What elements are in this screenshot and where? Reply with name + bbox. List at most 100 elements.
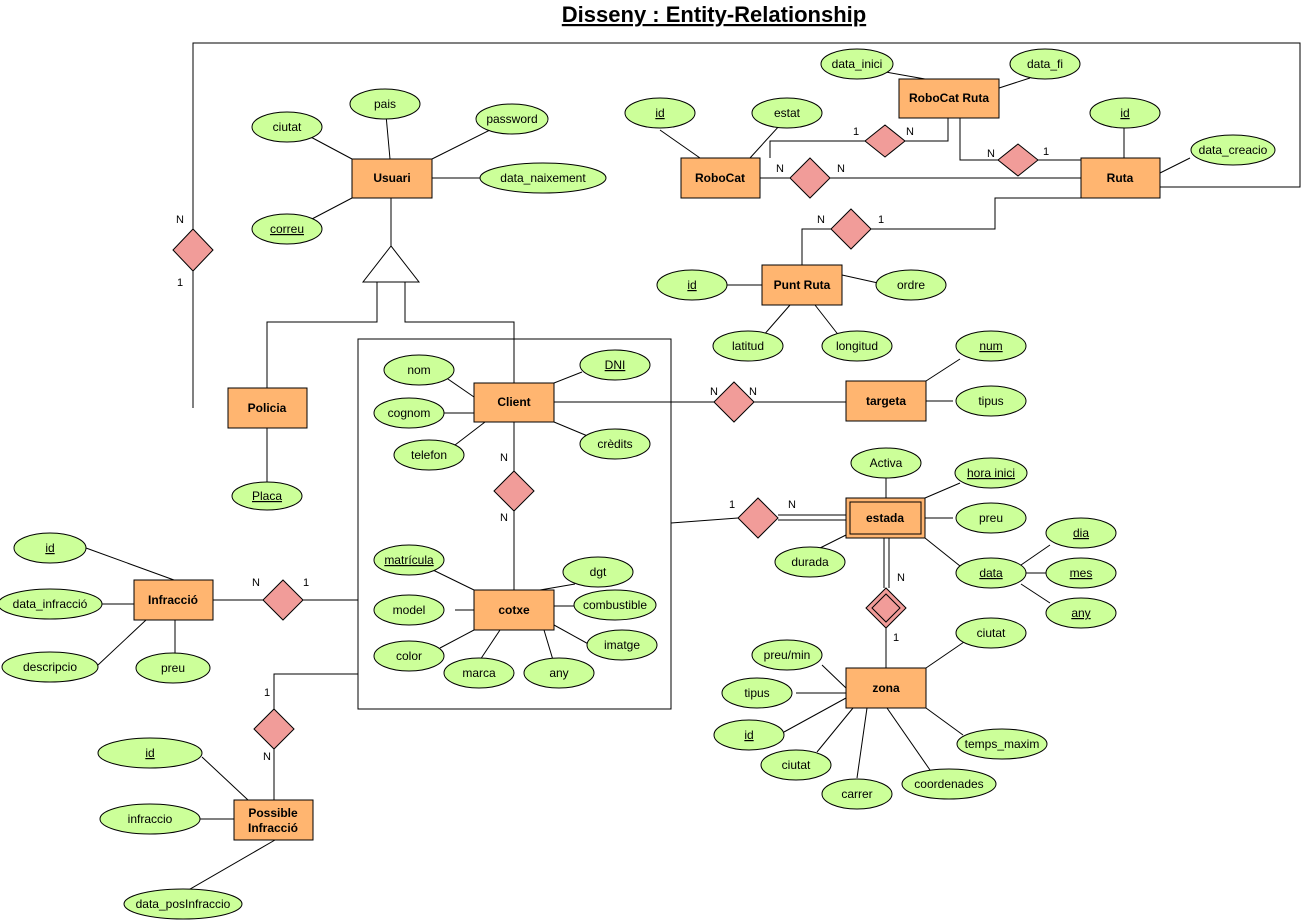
- attr-data-any[interactable]: [1045, 597, 1117, 629]
- attr-cotxe-model[interactable]: [373, 594, 445, 626]
- diagram-title: Disseny : Entity-Relationship: [562, 2, 866, 27]
- relationship-policia-ruta[interactable]: [172, 228, 214, 272]
- card-ruta-rel-right: 1: [1043, 146, 1049, 158]
- entity-cotxe-label: cotxe: [498, 603, 530, 617]
- attr-punt-ruta-latitud-label: latitud: [732, 339, 764, 353]
- attr-zona-temps-maxim[interactable]: [956, 728, 1048, 760]
- attr-robocat-estat[interactable]: [751, 97, 823, 129]
- attr-cotxe-combustible[interactable]: [573, 589, 657, 621]
- attr-zona-tipus[interactable]: [721, 677, 793, 709]
- relationship-infraccio-client[interactable]: [262, 579, 304, 621]
- attr-cotxe-any-label: any: [549, 666, 568, 680]
- entity-policia-label: Policia: [248, 401, 287, 415]
- entity-policia[interactable]: Policia: [227, 387, 308, 429]
- attr-possible-data[interactable]: [123, 888, 243, 920]
- attr-punt-ruta-id[interactable]: [656, 269, 728, 301]
- attr-client-dni[interactable]: [579, 349, 651, 381]
- entity-possible-infraccio[interactable]: Possible Infracció: [233, 799, 314, 841]
- attr-cotxe-matricula[interactable]: [373, 544, 445, 576]
- attr-infraccio-data-label: data_infracció: [13, 597, 88, 611]
- attr-zona-carrer[interactable]: [821, 778, 893, 810]
- attr-cotxe-marca[interactable]: [443, 657, 515, 689]
- card-policia-ruta-bottom: 1: [177, 277, 183, 289]
- entity-zona[interactable]: zona: [845, 667, 927, 709]
- attr-zona-ciutat[interactable]: [760, 749, 832, 781]
- relationship-client-targeta[interactable]: [713, 381, 755, 423]
- attr-usuari-pais[interactable]: [349, 88, 421, 120]
- entity-cotxe[interactable]: cotxe: [473, 589, 555, 631]
- attr-punt-ruta-longitud[interactable]: [821, 330, 893, 362]
- relationship-ruta-puntruta[interactable]: [830, 208, 872, 250]
- attr-usuari-correu[interactable]: [251, 213, 323, 245]
- attr-cotxe-model-label: model: [393, 603, 426, 617]
- relationship-estada-zona[interactable]: [865, 587, 907, 629]
- attr-cotxe-imatge[interactable]: [586, 629, 658, 661]
- attr-robocat-id[interactable]: [624, 97, 696, 129]
- attr-targeta-tipus[interactable]: [955, 385, 1027, 417]
- attr-data-dia[interactable]: [1045, 517, 1117, 549]
- attr-robocat-ruta-data-fi[interactable]: [1009, 48, 1081, 80]
- attr-possible-infraccio[interactable]: [99, 803, 201, 835]
- attr-zona-coordenades[interactable]: [901, 768, 997, 800]
- relationship-client-cotxe[interactable]: [493, 470, 535, 512]
- attr-usuari-data-naixement[interactable]: [479, 162, 607, 194]
- entity-robocat-ruta[interactable]: RoboCat Ruta: [898, 78, 1000, 119]
- attr-punt-ruta-ordre[interactable]: [875, 269, 947, 301]
- attr-infraccio-id[interactable]: [13, 532, 87, 564]
- entity-robocat-ruta-label: RoboCat Ruta: [909, 91, 989, 105]
- attr-zona-id[interactable]: [713, 719, 785, 751]
- attr-zona-preu-min[interactable]: [751, 639, 823, 671]
- entity-targeta[interactable]: targeta: [845, 380, 927, 422]
- attr-cotxe-color-label: color: [396, 649, 422, 663]
- attr-cotxe-imatge-label: imatge: [604, 638, 640, 652]
- relationship-robocat-robocatruta[interactable]: [864, 124, 906, 158]
- card-robocat-ruta-rel-left: 1: [853, 126, 859, 138]
- attr-usuari-password[interactable]: [475, 103, 549, 135]
- attr-punt-ruta-latitud[interactable]: [712, 330, 784, 362]
- card-policia-ruta-top: N: [176, 214, 184, 226]
- entity-robocat[interactable]: RoboCat: [680, 157, 761, 199]
- attr-client-nom[interactable]: [383, 354, 455, 386]
- attr-estada-hora-inici[interactable]: [954, 457, 1028, 489]
- attr-estada-data[interactable]: [955, 557, 1027, 589]
- attr-robocat-ruta-data-inici[interactable]: [820, 48, 894, 80]
- attr-ruta-id[interactable]: [1089, 97, 1161, 129]
- attr-robocat-estat-label: estat: [774, 106, 801, 120]
- entity-client[interactable]: Client: [473, 382, 555, 423]
- attr-possible-id[interactable]: [97, 737, 203, 769]
- attr-cotxe-any[interactable]: [523, 657, 595, 689]
- attr-estada-durada-label: durada: [791, 555, 829, 569]
- attr-data-mes[interactable]: [1045, 557, 1117, 589]
- relationship-ruta-robocatruta[interactable]: [997, 143, 1039, 177]
- card-infraccio-left: N: [252, 577, 260, 589]
- entity-ruta[interactable]: Ruta: [1080, 157, 1161, 199]
- relationship-client-estada[interactable]: [737, 497, 779, 539]
- attr-zona-ciutat-top[interactable]: [955, 617, 1027, 649]
- card-client-targeta-left: N: [710, 386, 718, 398]
- attr-infraccio-descripcio[interactable]: [1, 651, 99, 683]
- entity-usuari[interactable]: Usuari: [351, 158, 433, 199]
- attr-estada-durada[interactable]: [774, 546, 846, 578]
- attr-cotxe-color[interactable]: [373, 640, 445, 672]
- attr-usuari-ciutat[interactable]: [251, 111, 323, 143]
- attr-estada-activa[interactable]: [850, 447, 922, 479]
- attr-client-credits[interactable]: [579, 428, 651, 460]
- attr-targeta-num[interactable]: [955, 330, 1027, 362]
- entity-zona-label: zona: [872, 681, 900, 695]
- entity-infraccio[interactable]: Infracció: [133, 579, 214, 621]
- attr-usuari-ciutat-label: ciutat: [273, 120, 302, 134]
- attr-infraccio-data[interactable]: [0, 588, 103, 620]
- attr-zona-preu-min-label: preu/min: [764, 648, 811, 662]
- entity-estada[interactable]: estada: [845, 497, 926, 539]
- attr-policia-placa[interactable]: [231, 481, 303, 511]
- card-infraccio-right: 1: [303, 577, 309, 589]
- attr-estada-preu[interactable]: [955, 502, 1027, 534]
- attr-client-telefon[interactable]: [393, 439, 465, 471]
- attr-cotxe-dgt[interactable]: [562, 556, 634, 588]
- attr-client-cognom[interactable]: [373, 397, 445, 429]
- entity-punt-ruta[interactable]: Punt Ruta: [761, 264, 843, 306]
- relationship-possible-infraccio[interactable]: [253, 708, 295, 750]
- attr-ruta-data-creacio[interactable]: [1190, 134, 1276, 166]
- attr-infraccio-preu[interactable]: [135, 652, 211, 684]
- relationship-robocat-ruta[interactable]: [789, 157, 831, 199]
